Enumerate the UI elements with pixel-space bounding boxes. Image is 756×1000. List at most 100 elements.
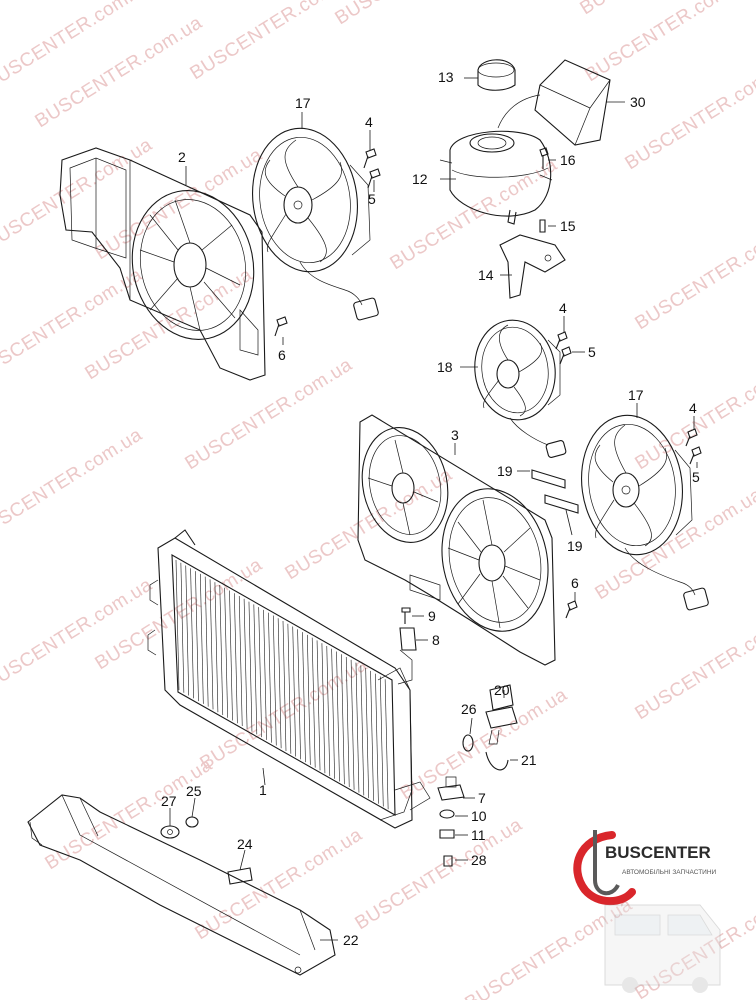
fin-line [190, 568, 194, 699]
fin-line [204, 576, 209, 707]
fin-line [331, 648, 335, 779]
callout-28: 28 [471, 852, 487, 868]
callout-6-left: 6 [278, 347, 286, 363]
callout-3: 3 [451, 427, 459, 443]
van-icon [604, 904, 721, 993]
fin-line [268, 612, 272, 743]
fin-line [224, 587, 228, 718]
fin-line [307, 634, 311, 765]
fin-line [209, 579, 214, 710]
callout-6-right: 6 [571, 575, 579, 591]
watermark-text: BUSCENTER.com.ua [182, 354, 357, 474]
callout-9: 9 [428, 608, 436, 624]
fin-line [229, 590, 233, 721]
fan-shroud-double [357, 414, 556, 666]
fin-line [253, 604, 258, 735]
fin-line [258, 607, 262, 738]
fin-line [370, 670, 374, 801]
fin-line [365, 668, 369, 799]
callout-13: 13 [438, 69, 454, 85]
callout-14: 14 [478, 267, 494, 283]
watermark-text: BUSCENTER.com.ua [632, 604, 756, 724]
callout-5-mid: 5 [588, 344, 596, 360]
callout-8: 8 [432, 632, 440, 648]
fin-line [345, 657, 350, 788]
fin-line [350, 659, 355, 790]
callout-17-top: 17 [295, 95, 311, 111]
callout-22: 22 [343, 932, 359, 948]
watermark-text: BUSCENTER.com.ua [192, 824, 367, 944]
fin-line [243, 598, 248, 729]
callout-20: 20 [494, 682, 510, 698]
callout-21: 21 [521, 752, 537, 768]
callout-24: 24 [237, 836, 253, 852]
fin-line [360, 665, 365, 796]
fin-line [316, 640, 321, 771]
air-guide-lower [27, 794, 336, 976]
watermark-text: BUSCENTER.com.ua [0, 424, 146, 544]
fan-shroud-single [59, 147, 266, 381]
fin-line [375, 673, 379, 804]
coolant-expansion-tank [439, 59, 611, 299]
logo-b-icon [593, 830, 620, 896]
fin-line [336, 651, 340, 782]
watermark-text: BUSCENTER.com.ua [592, 484, 756, 604]
fin-line [185, 565, 190, 696]
radiator-fan-right [580, 414, 709, 611]
logo-wordmark: BUSCENTER [605, 843, 711, 862]
fin-line [175, 559, 180, 691]
callout-labels: 2 17 4 5 6 13 30 12 16 15 14 4 5 18 3 19… [161, 69, 700, 948]
callout-1: 1 [259, 782, 267, 798]
callout-5-top: 5 [368, 191, 376, 207]
fin-line [302, 632, 306, 763]
fin-line [238, 596, 243, 727]
callout-4-top: 4 [365, 114, 373, 130]
fin-line [321, 643, 326, 774]
radiator-fins [175, 559, 389, 810]
buscenter-logo: BUSCENTER АВТОМОБІЛЬНІ ЗАПЧАСТИНИ [573, 830, 721, 993]
clips [531, 469, 579, 514]
callout-19-top: 19 [497, 463, 513, 479]
watermark-text: BUSCENTER.com.ua [632, 214, 756, 334]
fin-line [282, 620, 287, 752]
callout-17-right: 17 [628, 387, 644, 403]
fin-line [277, 618, 282, 749]
fin-line [180, 562, 185, 693]
callout-27: 27 [161, 793, 177, 809]
fin-line [379, 676, 384, 807]
small-fasteners [160, 607, 518, 885]
callout-30: 30 [630, 94, 646, 110]
fin-line [272, 615, 277, 746]
callout-16: 16 [560, 152, 576, 168]
fin-line [292, 626, 297, 757]
callout-10: 10 [471, 808, 487, 824]
watermark-text: BUSCENTER.com.ua [352, 814, 527, 934]
screws-right-fan [565, 428, 702, 619]
callout-7: 7 [478, 790, 486, 806]
watermark-text: BUSCENTER.com.ua [582, 0, 756, 86]
fin-line [287, 623, 292, 754]
callout-4-mid: 4 [559, 300, 567, 316]
radiator-fan-small [474, 319, 567, 458]
callout-4-right: 4 [689, 400, 697, 416]
fin-line [195, 571, 199, 702]
fin-line [311, 637, 316, 768]
fin-line [341, 654, 345, 785]
fin-line [384, 679, 389, 810]
watermark-text: BUSCENTER.com.ua [0, 0, 156, 94]
fin-line [248, 601, 253, 732]
fin-line [200, 573, 204, 704]
leader-lines [169, 77, 698, 941]
watermark-text: BUSCENTER.com.ua [282, 464, 457, 584]
fin-line [263, 609, 267, 740]
fin-line [355, 662, 360, 793]
fin-line [214, 582, 219, 713]
callout-2: 2 [178, 149, 186, 165]
screws-top-fan [274, 148, 381, 337]
callout-19-bottom: 19 [567, 538, 583, 554]
logo-arc-icon [573, 831, 636, 906]
watermark-text: BUSCENTER.com.ua [332, 0, 507, 29]
fin-line [297, 629, 301, 760]
